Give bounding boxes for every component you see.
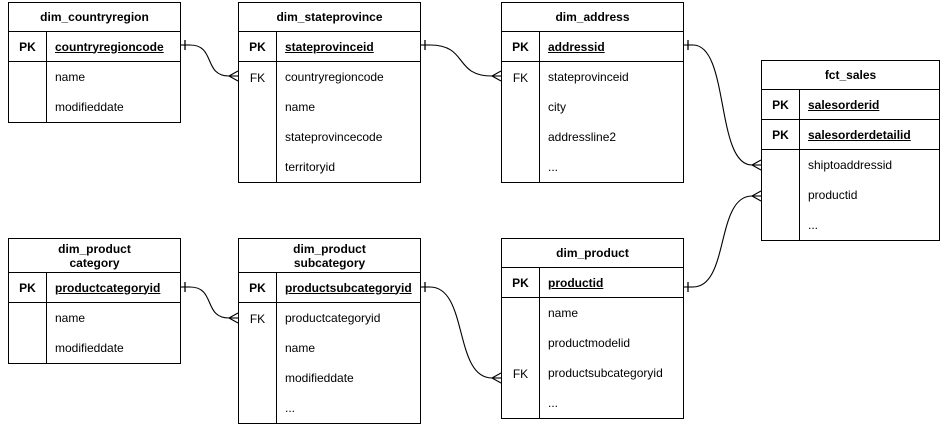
- attribute-row: productid: [808, 188, 858, 202]
- relationship-stateprovince-to-address: [421, 40, 502, 82]
- pk-column-name: productcategoryid: [55, 280, 161, 295]
- pk-badge: PK: [502, 32, 540, 61]
- attribute-block: FK stateprovinceid city addressline2...: [502, 62, 683, 182]
- attribute-row: name: [55, 70, 86, 84]
- attribute-row: ...: [548, 160, 559, 174]
- fk-badge-column: [762, 150, 800, 240]
- pk-row: PK salesorderid: [762, 90, 939, 120]
- pk-badge: PK: [9, 32, 47, 61]
- pk-column-name: productid: [548, 275, 604, 290]
- attribute-list: name modifieddate: [47, 62, 180, 122]
- pk-row: PK countryregioncode: [9, 32, 180, 62]
- attribute-row: productcategoryid: [285, 311, 381, 325]
- pk-column-name: addressid: [548, 39, 605, 54]
- pk-badge: PK: [502, 268, 540, 297]
- pk-column-name: countryregioncode: [55, 39, 164, 54]
- pk-column-name: salesorderdetailid: [808, 127, 911, 142]
- fk-badge: FK: [249, 71, 266, 85]
- attribute-list: name modifieddate: [47, 303, 180, 363]
- entity-title: dim_countryregion: [9, 3, 180, 32]
- fk-badge-column: [9, 303, 47, 363]
- attribute-row: stateprovinceid: [548, 70, 629, 84]
- attribute-block: name modifieddate: [9, 62, 180, 122]
- relationship-product-to-fctsales: [684, 190, 762, 292]
- attribute-row: modifieddate: [55, 341, 124, 355]
- entity-title: dim_product subcategory: [239, 239, 420, 273]
- fk-badge-column: FK: [239, 62, 277, 182]
- pk-row: PK addressid: [502, 32, 683, 62]
- entity-title: fct_sales: [762, 61, 939, 90]
- entity-title: dim_address: [502, 3, 683, 32]
- attribute-row: productsubcategoryid: [548, 366, 663, 380]
- attribute-row: addressline2: [548, 130, 617, 144]
- relationship-address-to-fctsales: [684, 40, 762, 171]
- attribute-row: ...: [548, 396, 559, 410]
- attribute-row: name: [285, 100, 316, 114]
- attribute-row: territoryid: [285, 160, 336, 174]
- attribute-row: city: [548, 100, 566, 114]
- attribute-row: shiptoaddressid: [808, 158, 893, 172]
- pk-column-name: stateprovinceid: [285, 39, 374, 54]
- attribute-row: productmodelid: [548, 336, 631, 350]
- pk-column-name: productsubcategoryid: [285, 280, 412, 295]
- pk-row: PK productid: [502, 268, 683, 298]
- attribute-block: FK name productmodelid productsubcategoryid…: [502, 298, 683, 418]
- attribute-block: FK countryregioncode name stateprovincecode…: [239, 62, 420, 182]
- attribute-list: name productmodelid productsubcategoryid..…: [540, 298, 683, 418]
- pk-badge: PK: [239, 32, 277, 61]
- entity-rows: PK productcategoryid name modifieddate: [9, 273, 180, 363]
- pk-column-name: salesorderid: [808, 97, 880, 112]
- attribute-row: name: [548, 306, 579, 320]
- entity-title: dim_product category: [9, 239, 180, 273]
- attribute-block: FK productcategoryid name modifieddate...: [239, 303, 420, 423]
- entity-title: dim_product: [502, 239, 683, 268]
- fk-badge: FK: [512, 71, 529, 85]
- attribute-row: modifieddate: [55, 100, 124, 114]
- fk-badge-column: FK: [502, 62, 540, 182]
- attribute-list: shiptoaddressid productid...: [800, 150, 939, 240]
- attribute-row: ...: [285, 401, 296, 415]
- entity-title: dim_stateprovince: [239, 3, 420, 32]
- attribute-list: stateprovinceid city addressline2...: [540, 62, 683, 182]
- pk-badge: PK: [762, 120, 800, 149]
- attribute-list: countryregioncode name stateprovincecode te…: [277, 62, 420, 182]
- relationship-countryregion-to-stateprovince: [181, 40, 239, 82]
- attribute-row: name: [285, 341, 316, 355]
- attribute-row: ...: [808, 218, 819, 232]
- fk-badge: FK: [249, 312, 266, 326]
- pk-row: PK stateprovinceid: [239, 32, 420, 62]
- attribute-block: name modifieddate: [9, 303, 180, 363]
- pk-row: PK productcategoryid: [9, 273, 180, 303]
- attribute-row: name: [55, 311, 86, 325]
- relationship-productcategory-to-subcategory: [181, 282, 239, 324]
- attribute-row: modifieddate: [285, 371, 354, 385]
- pk-badge: PK: [762, 90, 800, 119]
- fk-badge-column: FK: [502, 298, 540, 418]
- fk-badge-column: [9, 62, 47, 122]
- fk-badge-column: FK: [239, 303, 277, 423]
- pk-row: PK productsubcategoryid: [239, 273, 420, 303]
- pk-row: PK salesorderdetailid: [762, 120, 939, 150]
- attribute-block: shiptoaddressid productid...: [762, 150, 939, 240]
- attribute-list: productcategoryid name modifieddate...: [277, 303, 420, 423]
- pk-badge: PK: [239, 273, 277, 302]
- attribute-row: countryregioncode: [285, 70, 384, 84]
- entity-rows: PK countryregioncode name modifieddate: [9, 32, 180, 122]
- attribute-row: stateprovincecode: [285, 130, 383, 144]
- pk-badge: PK: [9, 273, 47, 302]
- relationship-subcategory-to-product: [421, 282, 502, 384]
- fk-badge: FK: [512, 367, 529, 381]
